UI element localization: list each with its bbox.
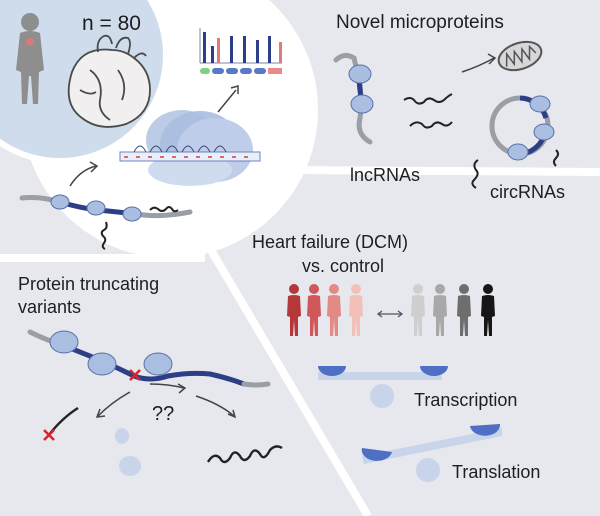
- read-coverage-histogram: [199, 28, 282, 74]
- sample-size-label: n = 80: [82, 12, 141, 35]
- mitochondrion-icon: [497, 40, 543, 72]
- arrow-head: [230, 85, 239, 94]
- truncating-subtitle: variants: [18, 297, 81, 317]
- arrow-to-ribosomes: [69, 165, 97, 187]
- translating-mrna: [19, 194, 193, 250]
- translation-balance: [361, 424, 502, 482]
- microproteins-title: Novel microproteins: [336, 12, 504, 33]
- truncating-title: Protein truncating: [18, 274, 159, 294]
- circrna-diagram: [471, 95, 559, 189]
- heart-icon: [67, 34, 151, 128]
- degraded-fragments: [115, 428, 141, 476]
- human-silhouette-icon: [16, 13, 44, 104]
- transcription-label: Transcription: [414, 390, 517, 410]
- patient-figures: [287, 284, 363, 336]
- divider-bottom-diagonal: [201, 237, 372, 516]
- translation-label: Translation: [452, 462, 540, 482]
- lncrna-label: lncRNAs: [350, 165, 420, 185]
- divider-top-right: [284, 166, 600, 176]
- heart-failure-title: Heart failure (DCM): [252, 232, 408, 252]
- control-figures: [411, 284, 495, 336]
- arrow-to-histogram: [217, 89, 237, 113]
- truncated-peptide: [43, 406, 79, 441]
- outcome-arrows: [95, 383, 237, 419]
- question-marks: ??: [152, 403, 174, 425]
- aberrant-protein: [206, 445, 283, 464]
- arrow-head: [487, 53, 497, 65]
- stop-variant-icon: [129, 369, 141, 381]
- circrna-label: circRNAs: [490, 182, 565, 202]
- ribosome-footprint-group: [119, 110, 261, 186]
- heart-failure-subtitle: vs. control: [302, 256, 384, 276]
- double-arrow-icon: [376, 310, 404, 318]
- truncated-mrna: [27, 329, 271, 388]
- lncrna-diagram: [333, 52, 453, 145]
- transcription-balance: [318, 366, 448, 408]
- arrow-to-mitochondrion: [461, 57, 495, 73]
- arrow-head: [89, 161, 99, 173]
